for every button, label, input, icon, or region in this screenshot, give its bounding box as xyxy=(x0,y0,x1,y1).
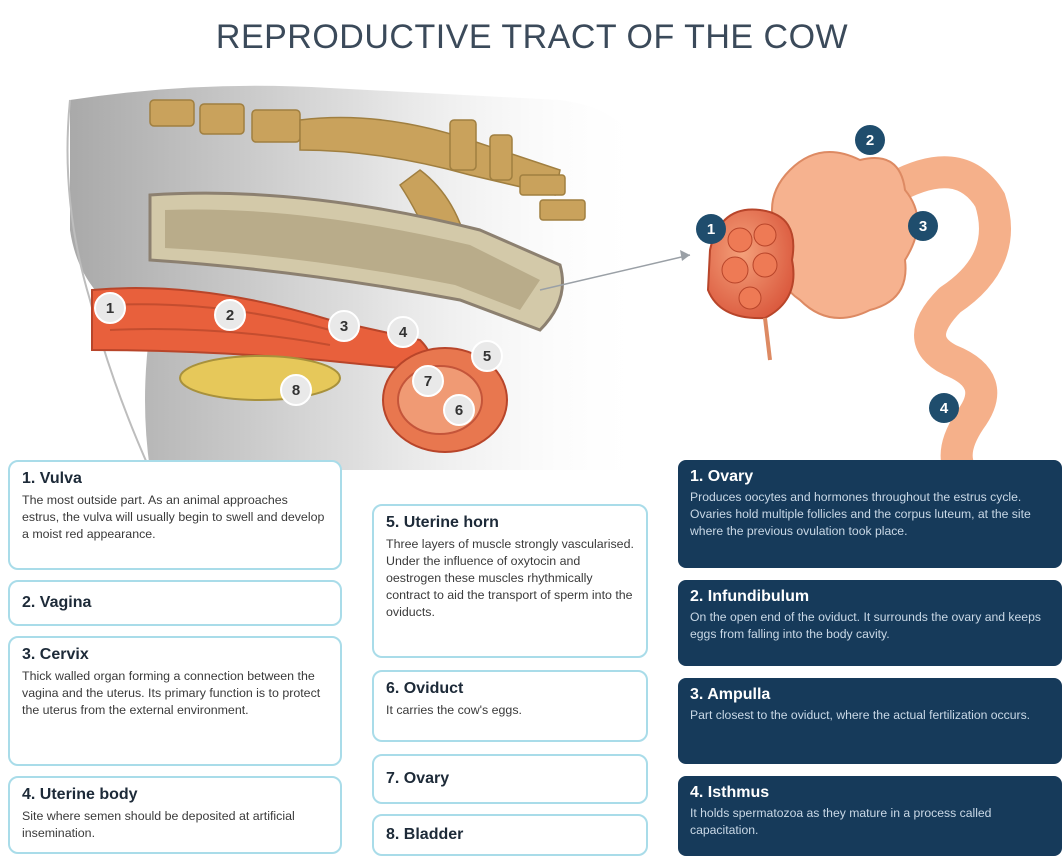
panel-heading: 5. Uterine horn xyxy=(386,514,634,532)
panel-infundibulum: 2. Infundibulum On the open end of the o… xyxy=(678,580,1062,666)
panel-heading: 7. Ovary xyxy=(386,770,634,788)
reproductive-tract-illustration: 1 2 3 4 5 6 7 8 1 2 3 4 xyxy=(0,0,1064,470)
panel-heading: 4. Uterine body xyxy=(22,786,328,804)
panel-text: It carries the cow's eggs. xyxy=(386,702,634,719)
marker-right-4: 4 xyxy=(929,393,959,423)
svg-text:6: 6 xyxy=(455,402,463,419)
panel-heading: 1. Vulva xyxy=(22,470,328,488)
infundibulum xyxy=(772,152,918,318)
panel-heading: 1. Ovary xyxy=(690,468,1050,486)
panel-isthmus: 4. Isthmus It holds spermatozoa as they … xyxy=(678,776,1062,856)
svg-text:2: 2 xyxy=(866,132,874,149)
svg-text:5: 5 xyxy=(483,348,491,365)
svg-text:8: 8 xyxy=(292,382,300,399)
panel-text: Produces oocytes and hormones throughout… xyxy=(690,489,1050,540)
svg-text:1: 1 xyxy=(707,221,715,238)
svg-text:3: 3 xyxy=(340,318,348,335)
panel-text: Part closest to the oviduct, where the a… xyxy=(690,707,1050,724)
svg-text:4: 4 xyxy=(940,400,949,417)
marker-right-1: 1 xyxy=(696,214,726,244)
panel-text: On the open end of the oviduct. It surro… xyxy=(690,609,1050,643)
panel-heading: 3. Ampulla xyxy=(690,686,1050,704)
svg-text:4: 4 xyxy=(399,324,408,341)
panel-heading: 3. Cervix xyxy=(22,646,328,664)
marker-right-3: 3 xyxy=(908,211,938,241)
panel-heading: 6. Oviduct xyxy=(386,680,634,698)
bladder xyxy=(180,356,340,400)
panel-uterine-body: 4. Uterine body Site where semen should … xyxy=(8,776,342,854)
panel-text: The most outside part. As an animal appr… xyxy=(22,492,328,543)
marker-left-8: 8 xyxy=(281,375,311,405)
panel-text: Three layers of muscle strongly vascular… xyxy=(386,536,634,621)
svg-text:2: 2 xyxy=(226,307,234,324)
panel-ovary-middle: 7. Ovary xyxy=(372,754,648,804)
svg-text:1: 1 xyxy=(106,300,114,317)
panel-text: It holds spermatozoa as they mature in a… xyxy=(690,805,1050,839)
panel-heading: 4. Isthmus xyxy=(690,784,1050,802)
panel-heading: 2. Vagina xyxy=(22,594,328,612)
panel-vulva: 1. Vulva The most outside part. As an an… xyxy=(8,460,342,570)
svg-text:3: 3 xyxy=(919,218,927,235)
marker-left-5: 5 xyxy=(472,341,502,371)
marker-left-2: 2 xyxy=(215,300,245,330)
panel-vagina: 2. Vagina xyxy=(8,580,342,626)
panel-bladder: 8. Bladder xyxy=(372,814,648,856)
marker-left-7: 7 xyxy=(413,366,443,396)
panel-ovary-detail: 1. Ovary Produces oocytes and hormones t… xyxy=(678,460,1062,568)
panel-text: Thick walled organ forming a connection … xyxy=(22,668,328,719)
marker-right-2: 2 xyxy=(855,125,885,155)
marker-left-3: 3 xyxy=(329,311,359,341)
marker-left-6: 6 xyxy=(444,395,474,425)
panel-heading: 2. Infundibulum xyxy=(690,588,1050,606)
panel-oviduct: 6. Oviduct It carries the cow's eggs. xyxy=(372,670,648,742)
panel-ampulla: 3. Ampulla Part closest to the oviduct, … xyxy=(678,678,1062,764)
marker-left-1: 1 xyxy=(95,293,125,323)
panel-text: Site where semen should be deposited at … xyxy=(22,808,328,842)
panel-heading: 8. Bladder xyxy=(386,826,634,844)
panel-uterine-horn: 5. Uterine horn Three layers of muscle s… xyxy=(372,504,648,658)
svg-text:7: 7 xyxy=(424,373,432,390)
panel-cervix: 3. Cervix Thick walled organ forming a c… xyxy=(8,636,342,766)
marker-left-4: 4 xyxy=(388,317,418,347)
